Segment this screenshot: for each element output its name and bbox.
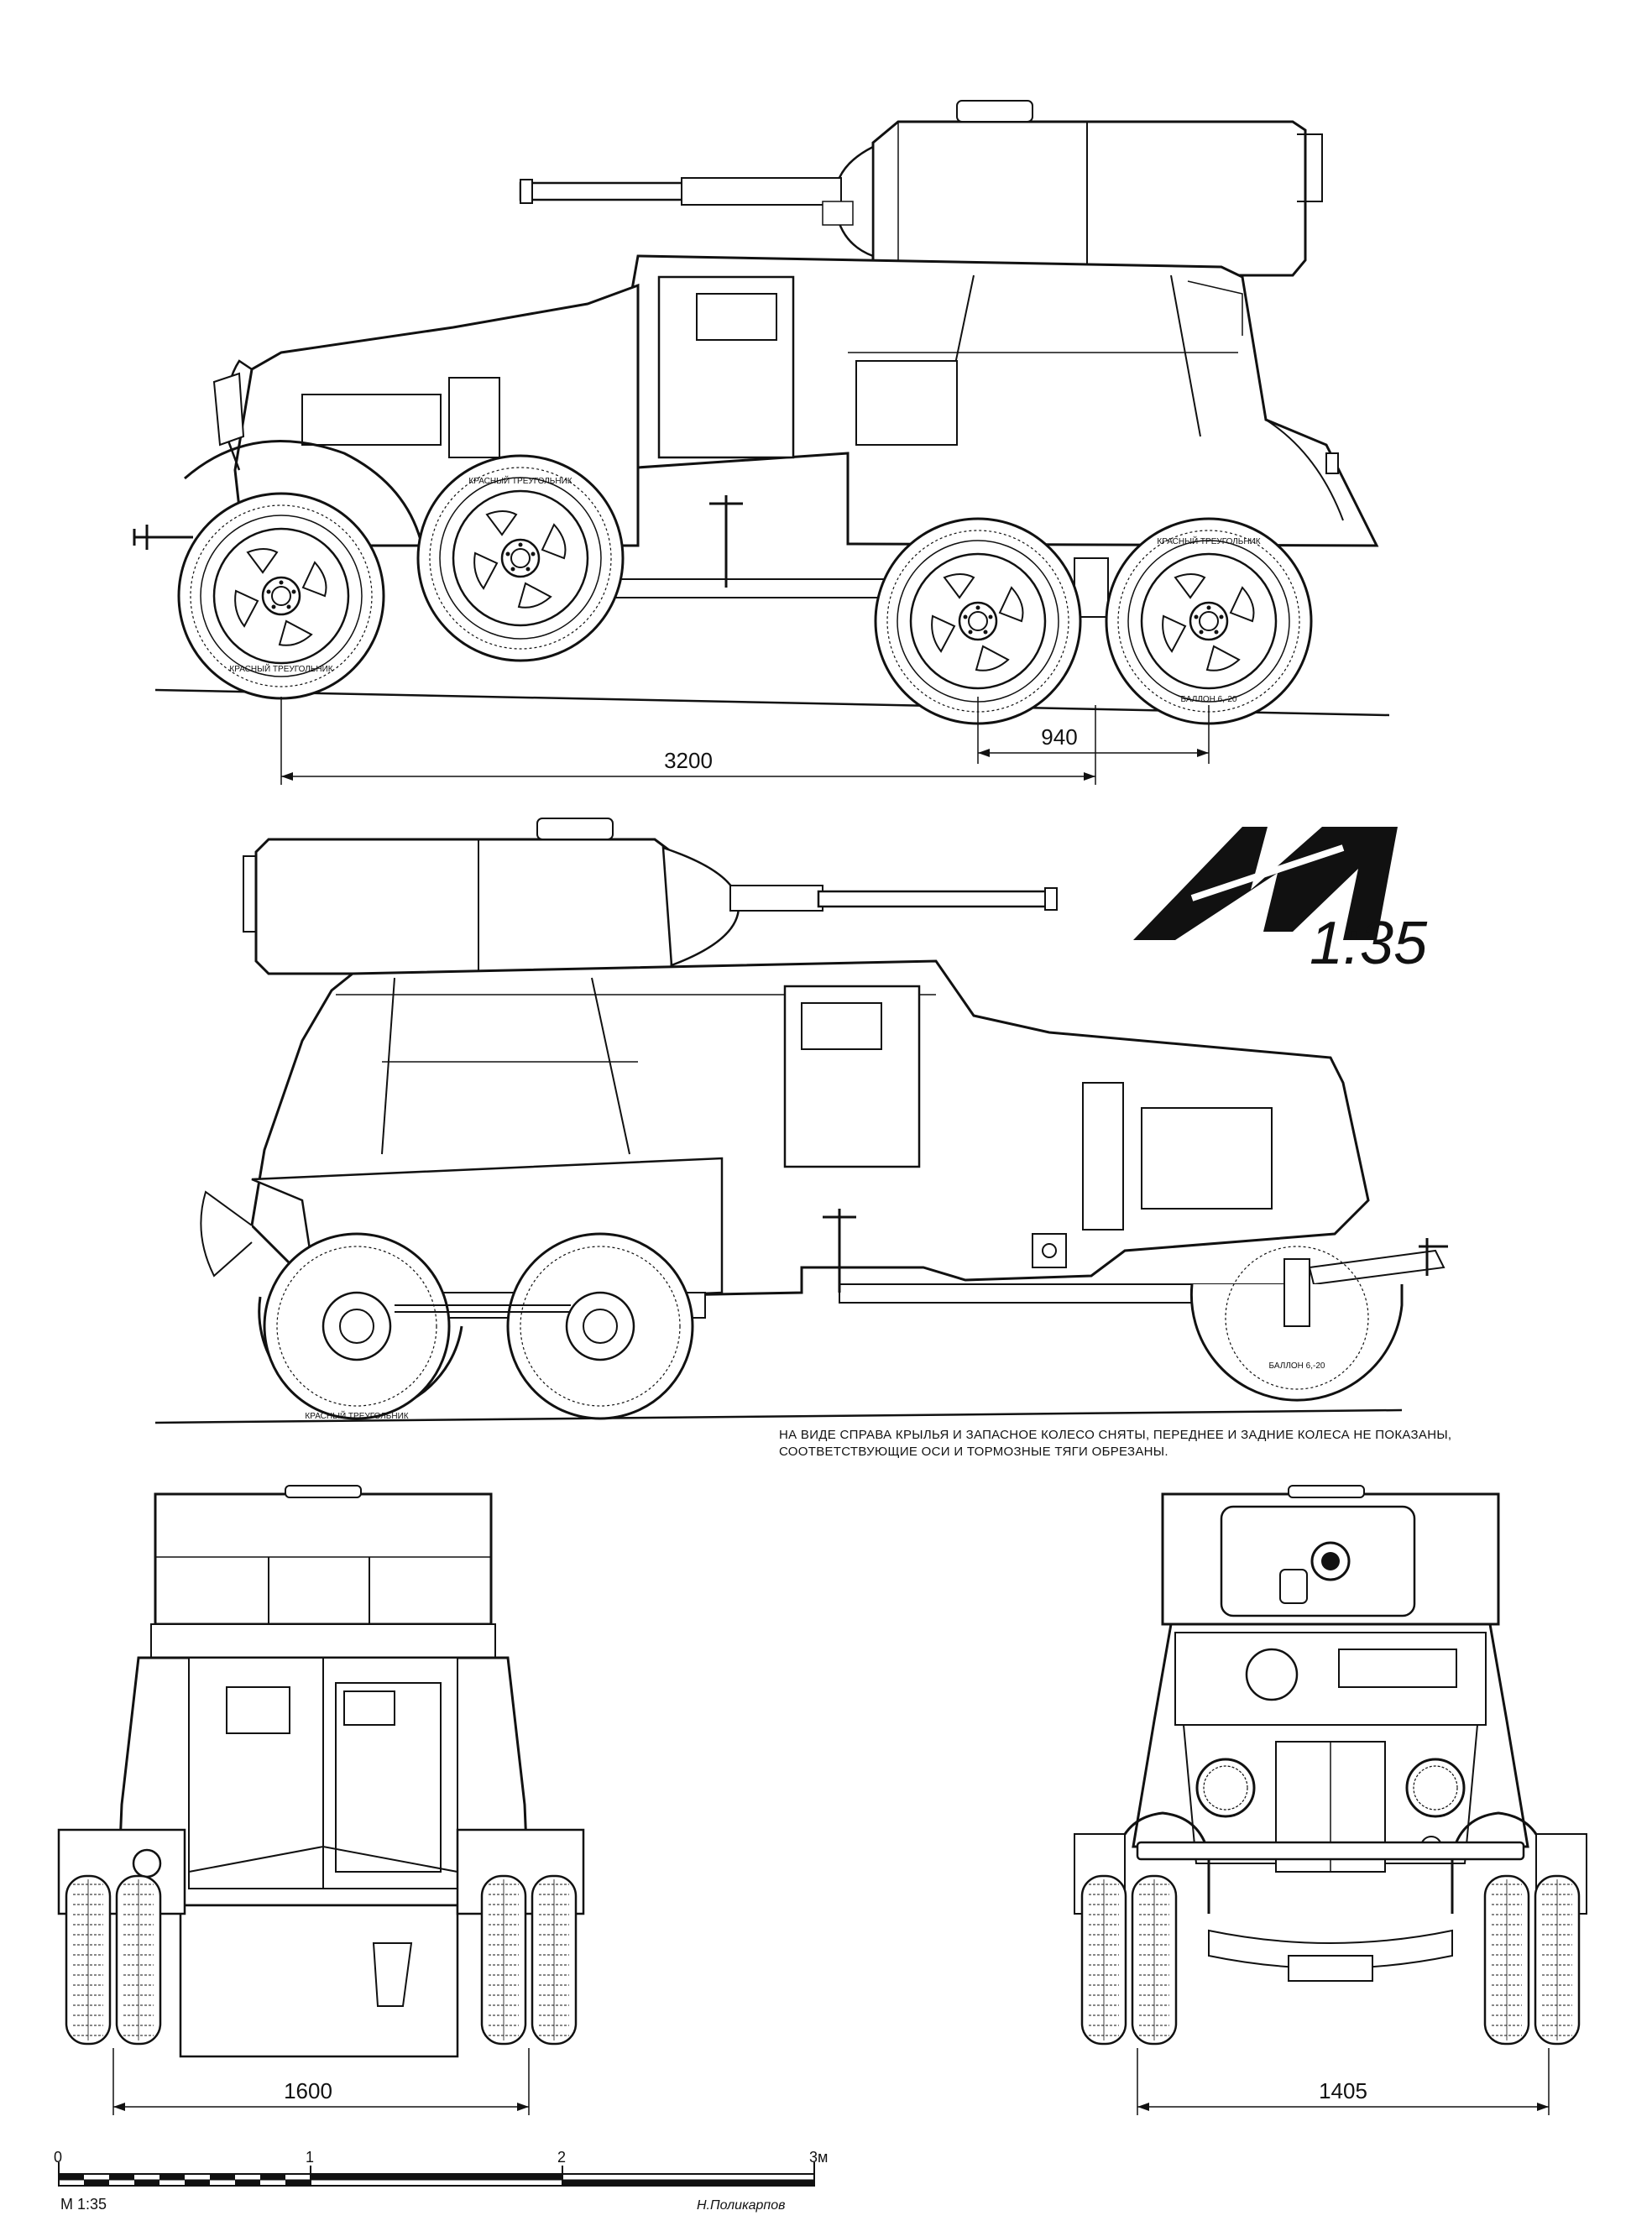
tire-lettering-a: КРАСНЫЙ ТРЕУГОЛЬНИК (229, 663, 332, 674)
wheel-spare-left (416, 454, 625, 662)
gun-mantlet (661, 846, 740, 967)
dimension-front-track: 1405 (1319, 2078, 1367, 2103)
scale-label: М 1:35 (60, 2196, 107, 2213)
left-side-view: КРАСНЫЙ ТРЕУГОЛЬНИК КРАСНЫЙ ТРЕУГОЛЬНИК … (133, 100, 1390, 785)
front-bumper (1136, 1841, 1525, 1861)
turret (154, 1492, 493, 1626)
wheel-rear2-left (1105, 517, 1313, 725)
scale-tick-2: 2 (557, 2149, 566, 2166)
tire-front-right (1534, 1874, 1581, 2046)
headlight-right (1405, 1758, 1466, 1818)
headlight-left (1195, 1758, 1256, 1818)
front-fender (184, 440, 438, 556)
turret (871, 120, 1307, 277)
rear-view: 1600 (57, 1485, 585, 2115)
logo-scale: 1:35 (1310, 910, 1428, 977)
dimension-bogie-base: 940 (1041, 724, 1077, 750)
dimension-wheelbase: 3200 (664, 748, 713, 773)
tire-front-left (1080, 1874, 1127, 2046)
dimension-rear-track: 1600 (284, 2078, 332, 2103)
author-credit: Н.Поликарпов (697, 2198, 785, 2213)
tire-lettering-b: БАЛЛОН 6,-20 (1269, 1361, 1325, 1371)
scale-bar: 0 1 2 3м М 1:35 Н.Поликарпов (54, 2149, 828, 2213)
publisher-logo: 1:35 (1133, 827, 1428, 977)
tire-lettering-a: КРАСНЫЙ ТРЕУГОЛЬНИК (468, 475, 572, 486)
tire-front-right-inner (1483, 1874, 1530, 2046)
tire-lettering-a: КРАСНЫЙ ТРЕУГОЛЬНИК (305, 1410, 408, 1421)
drawing-note: НА ВИДЕ СПРАВА КРЫЛЬЯ И ЗАПАСНОЕ КОЛЕСО … (779, 1427, 1467, 1460)
note-line-1: НА ВИДЕ СПРАВА КРЫЛЬЯ И ЗАПАСНОЕ КОЛЕСО … (779, 1428, 1452, 1442)
scale-tick-0: 0 (54, 2149, 62, 2166)
turret (254, 838, 673, 975)
ground-line (154, 1408, 1403, 1424)
tire-front-left-inner (1131, 1874, 1178, 2046)
front-view: 1405 (1074, 1485, 1587, 2115)
right-side-view: КРАСНЫЙ ТРЕУГОЛЬНИК БАЛЛОН 6,-20 (154, 818, 1448, 1424)
scale-tick-3: 3м (809, 2149, 828, 2166)
tire-rear-left-inner (115, 1874, 162, 2046)
main-gun (817, 890, 1055, 908)
tire-lettering-a: КРАСНЫЙ ТРЕУГОЛЬНИК (1157, 536, 1260, 546)
tire-rear-left-outer (65, 1874, 112, 2046)
scale-tick-1: 1 (306, 2149, 314, 2166)
tire-rear-right-inner (480, 1874, 527, 2046)
note-line-2: СООТВЕТСТВУЮЩИЕ ОСИ И ТОРМОЗНЫЕ ТЯГИ ОБР… (779, 1445, 1168, 1459)
tire-lettering-b: БАЛЛОН 6,-20 (1181, 695, 1237, 704)
wheel-rear1-left (874, 517, 1082, 725)
tire-rear-right-outer (531, 1874, 578, 2046)
